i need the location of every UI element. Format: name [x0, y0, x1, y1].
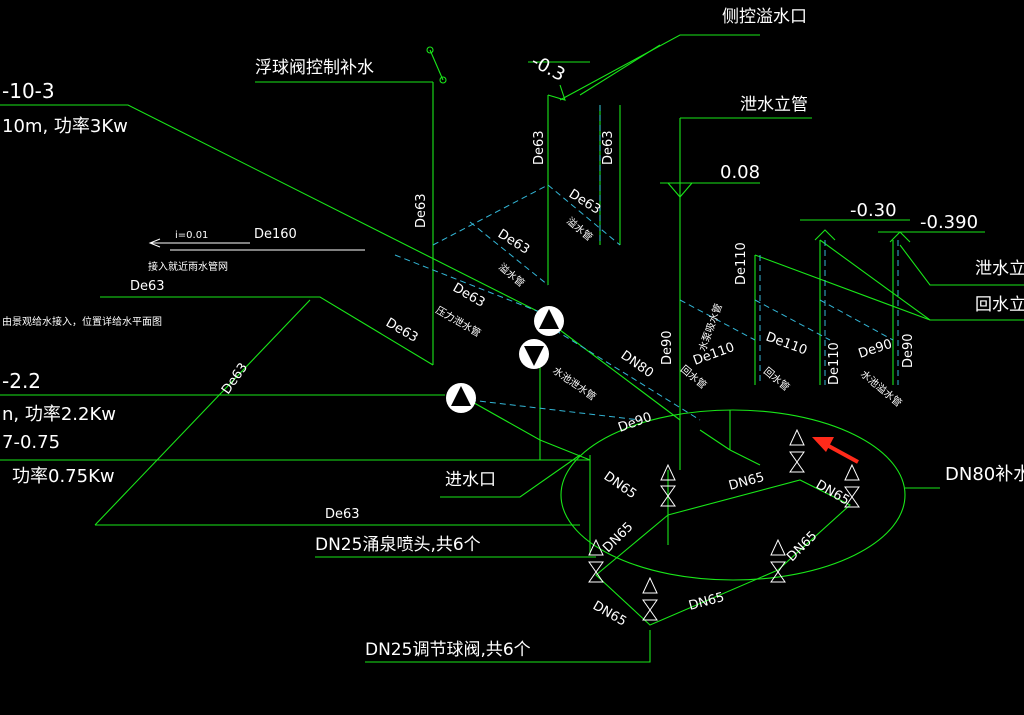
nozzles: [588, 428, 860, 621]
labels: 侧控溢水口 浮球阀控制补水 -10-3 10m, 功率3Kw -0.3 泄水立管…: [2, 7, 1024, 660]
nozzle-icon: [642, 576, 658, 621]
label-pump-mid-b: n, 功率2.2Kw: [2, 404, 116, 425]
label-de90-v1: De90: [901, 333, 916, 368]
label-de63-bottom: De63: [325, 507, 360, 522]
label-de110-d2: De110: [691, 340, 736, 369]
label-dn65-3: DN65: [813, 477, 852, 508]
label-overflow-pipe-a: 溢水管: [496, 260, 527, 289]
label-overflow-pipe-b: 溢水管: [564, 214, 595, 243]
label-slope: i=0.01: [175, 230, 208, 241]
label-elev-008: 0.08: [720, 162, 760, 183]
label-de63-v1: De63: [414, 193, 429, 228]
label-de63-d2: De63: [495, 227, 532, 258]
label-pool-drain: 水池泄水管: [550, 364, 598, 403]
label-dn80: DN80: [618, 348, 656, 381]
label-de90-v2: De90: [660, 330, 675, 365]
label-dn65-5: DN65: [687, 590, 726, 614]
pump-icon: [446, 383, 476, 413]
label-drain-riser-top: 泄水立管: [740, 95, 808, 115]
label-de110-v2: De110: [827, 342, 842, 385]
pipe-lines: [0, 34, 1024, 663]
label-pressure-drain: 压力泄水管: [434, 303, 484, 339]
label-elev-m0390: -0.390: [920, 212, 978, 233]
label-pump-low-b: 功率0.75Kw: [12, 466, 115, 487]
label-dn80-makeup: DN80补水: [945, 464, 1024, 485]
label-pump-low-a: 7-0.75: [2, 432, 60, 453]
label-inlet: 进水口: [445, 470, 496, 490]
red-arrow-icon: [812, 437, 859, 464]
label-de110-d1: De110: [764, 330, 809, 359]
label-dn65-1: DN65: [601, 469, 639, 502]
label-return-riser-right: 回水立: [975, 295, 1024, 315]
label-side-overflow: 侧控溢水口: [722, 7, 807, 27]
pump-icon: [519, 339, 549, 369]
label-de63-d5: De63: [219, 360, 251, 397]
dashed-pipes: [394, 105, 899, 421]
label-pump-top-b: 10m, 功率3Kw: [2, 116, 128, 137]
label-float-valve: 浮球阀控制补水: [255, 58, 374, 78]
label-dn65-6: DN65: [600, 520, 636, 556]
nozzle-icon: [770, 538, 786, 583]
label-de63-left: De63: [130, 279, 165, 294]
label-return-pipe-a: 回水管: [678, 362, 709, 391]
label-de90-d2: De90: [616, 410, 654, 436]
pump-icon: [534, 306, 564, 336]
label-dn65-7: DN65: [590, 598, 629, 629]
label-de110-v1: De110: [734, 242, 749, 285]
label-de63-d4: De63: [383, 315, 420, 345]
nozzle-icon: [588, 538, 604, 583]
label-pump-top-a: -10-3: [2, 79, 55, 103]
nozzle-icon: [844, 463, 860, 508]
label-elev-m03: -0.3: [528, 51, 569, 86]
label-de160: De160: [254, 227, 297, 242]
label-dn25-nozzle: DN25涌泉喷头,共6个: [315, 535, 481, 555]
pumps: [446, 306, 564, 413]
label-dn65-4: DN65: [784, 529, 820, 565]
label-elev-m030: -0.30: [850, 200, 897, 221]
nozzle-icon: [660, 463, 676, 507]
label-de63-d1: De63: [566, 187, 603, 218]
label-drain-riser-right: 泄水立: [975, 259, 1024, 279]
slope-arrow: [148, 238, 365, 251]
label-dn25-valve: DN25调节球阀,共6个: [365, 640, 531, 660]
label-de63-v2: De63: [532, 130, 547, 165]
label-de63-v3: De63: [601, 130, 616, 165]
label-to-rain-pipe: 接入就近雨水管网: [148, 260, 228, 273]
label-de90-d1: De90: [857, 337, 895, 362]
label-de63-d3: De63: [450, 280, 487, 310]
label-pump-mid-a: -2.2: [2, 369, 41, 393]
label-return-pipe-b: 回水管: [761, 364, 792, 393]
nozzle-icon: [789, 428, 805, 473]
label-from-landscape: 由景观给水接入，位置详给水平面图: [2, 315, 162, 328]
